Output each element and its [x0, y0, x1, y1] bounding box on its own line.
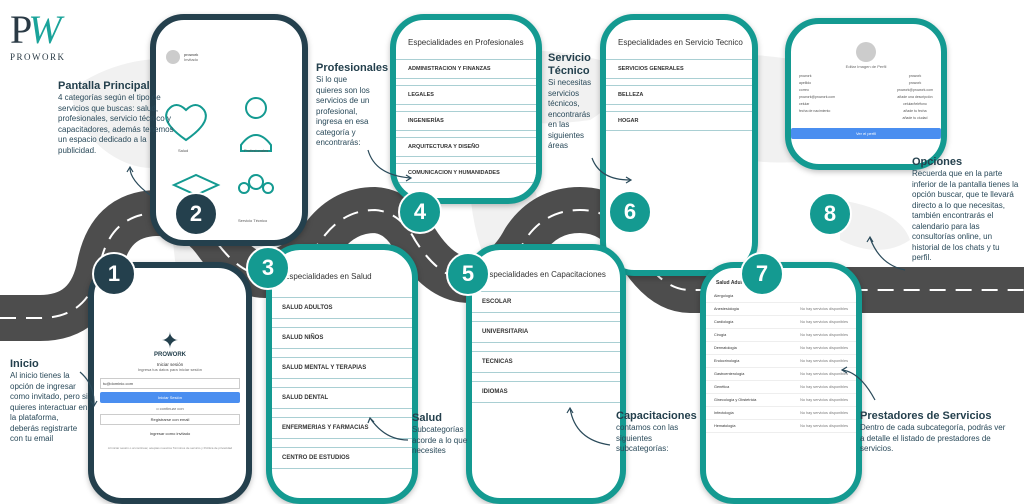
list-item[interactable]: ESCOLAR — [472, 291, 620, 313]
health-icon — [165, 104, 207, 142]
login-button[interactable]: Iniciar Sesión — [100, 392, 240, 403]
category-label-profesionales[interactable]: Profesionales — [244, 148, 269, 153]
arrow-icon — [369, 417, 409, 441]
avatar — [166, 50, 180, 64]
list-item[interactable]: SALUD ADULTOS — [272, 297, 412, 319]
list-item[interactable]: HOGAR — [606, 111, 752, 131]
step-badge: 4 — [398, 190, 442, 234]
screen-title: Especialidades en Profesionales — [408, 38, 524, 47]
list-item[interactable]: BELLEZA — [606, 85, 752, 105]
list-item[interactable]: UNIVERSITARIA — [472, 321, 620, 343]
screen-title: Especialidades en Servicio Tecnico — [618, 38, 743, 47]
education-icon — [171, 173, 221, 197]
list-item[interactable]: SERVICIOS GENERALES — [606, 59, 752, 79]
step-badge: 2 — [174, 192, 218, 236]
step-badge: 8 — [808, 192, 852, 236]
step-badge: 3 — [246, 246, 290, 290]
professional-icon — [245, 97, 267, 119]
prowork-logo: PW PROWORK — [10, 7, 66, 63]
arrow-icon — [841, 369, 876, 401]
guest-login-button[interactable]: Ingresar como invitado — [149, 431, 191, 436]
list-item[interactable]: SALUD MENTAL Y TERAPIAS — [272, 357, 412, 379]
category-icons — [165, 97, 274, 197]
list-item[interactable]: SALUD NIÑOS — [272, 327, 412, 349]
email-field[interactable]: tu@dominio.com — [100, 378, 240, 389]
screen-title: Salud Adultos — [716, 280, 750, 286]
list-item[interactable]: ENFERMERIAS Y FARMACIAS — [272, 417, 412, 439]
screen-title: Especialidades en Capacitaciones — [484, 270, 606, 279]
list-item[interactable]: ARQUITECTURA Y DISEÑO — [396, 137, 536, 157]
login-logo-icon: ✦ — [160, 328, 180, 353]
step-badge: 6 — [608, 190, 652, 234]
list-item[interactable]: TECNICAS — [472, 351, 620, 373]
list-item[interactable]: CENTRO DE ESTUDIOS — [272, 447, 412, 469]
category-label-servicio-tecnico[interactable]: Servicio Técnico — [238, 218, 268, 223]
arrow-icon — [129, 167, 151, 196]
screen-title: Especialidades en Salud — [284, 272, 372, 281]
list-item[interactable]: ADMINISTRACION Y FINANZAS — [396, 59, 536, 79]
phone-salud-screen: Especialidades en Salud SALUD ADULTOS SA… — [266, 244, 418, 504]
category-label-salud[interactable]: Salud — [178, 148, 189, 153]
list-item[interactable]: IDIOMAS — [472, 381, 620, 403]
step-badge: 7 — [740, 252, 784, 296]
step-badge: 1 — [92, 252, 136, 296]
view-profile-button[interactable]: Ver el perfil — [791, 128, 941, 139]
phone-profesionales-screen: Especialidades en Profesionales ADMINIST… — [390, 14, 542, 204]
phone-prestadores-screen: Salud Adultos Alergología Anestesiología… — [700, 262, 862, 504]
phone-capacitaciones-screen: Especialidades en Capacitaciones ESCOLAR… — [466, 244, 626, 504]
phone-login-screen: ✦ PROWORK Iniciar sesión Ingresa tus dat… — [88, 262, 252, 504]
list-item[interactable]: COMUNICACION Y HUMANIDADES — [396, 163, 536, 183]
step-badge: 5 — [446, 252, 490, 296]
list-item[interactable]: INGENIERÍAS — [396, 111, 536, 131]
register-email-button[interactable]: Registrarse con email — [100, 414, 240, 425]
technical-service-icon — [248, 174, 264, 190]
arrow-icon — [367, 149, 411, 179]
list-item[interactable]: SALUD DENTAL — [272, 387, 412, 409]
list-item[interactable]: LEGALES — [396, 85, 536, 105]
arrow-icon — [569, 407, 611, 446]
arrow-icon — [869, 237, 906, 271]
provider-row[interactable]: Alergología — [706, 290, 856, 303]
arrow-icon — [591, 157, 631, 181]
arrow-icon — [79, 371, 95, 406]
avatar — [856, 42, 876, 62]
